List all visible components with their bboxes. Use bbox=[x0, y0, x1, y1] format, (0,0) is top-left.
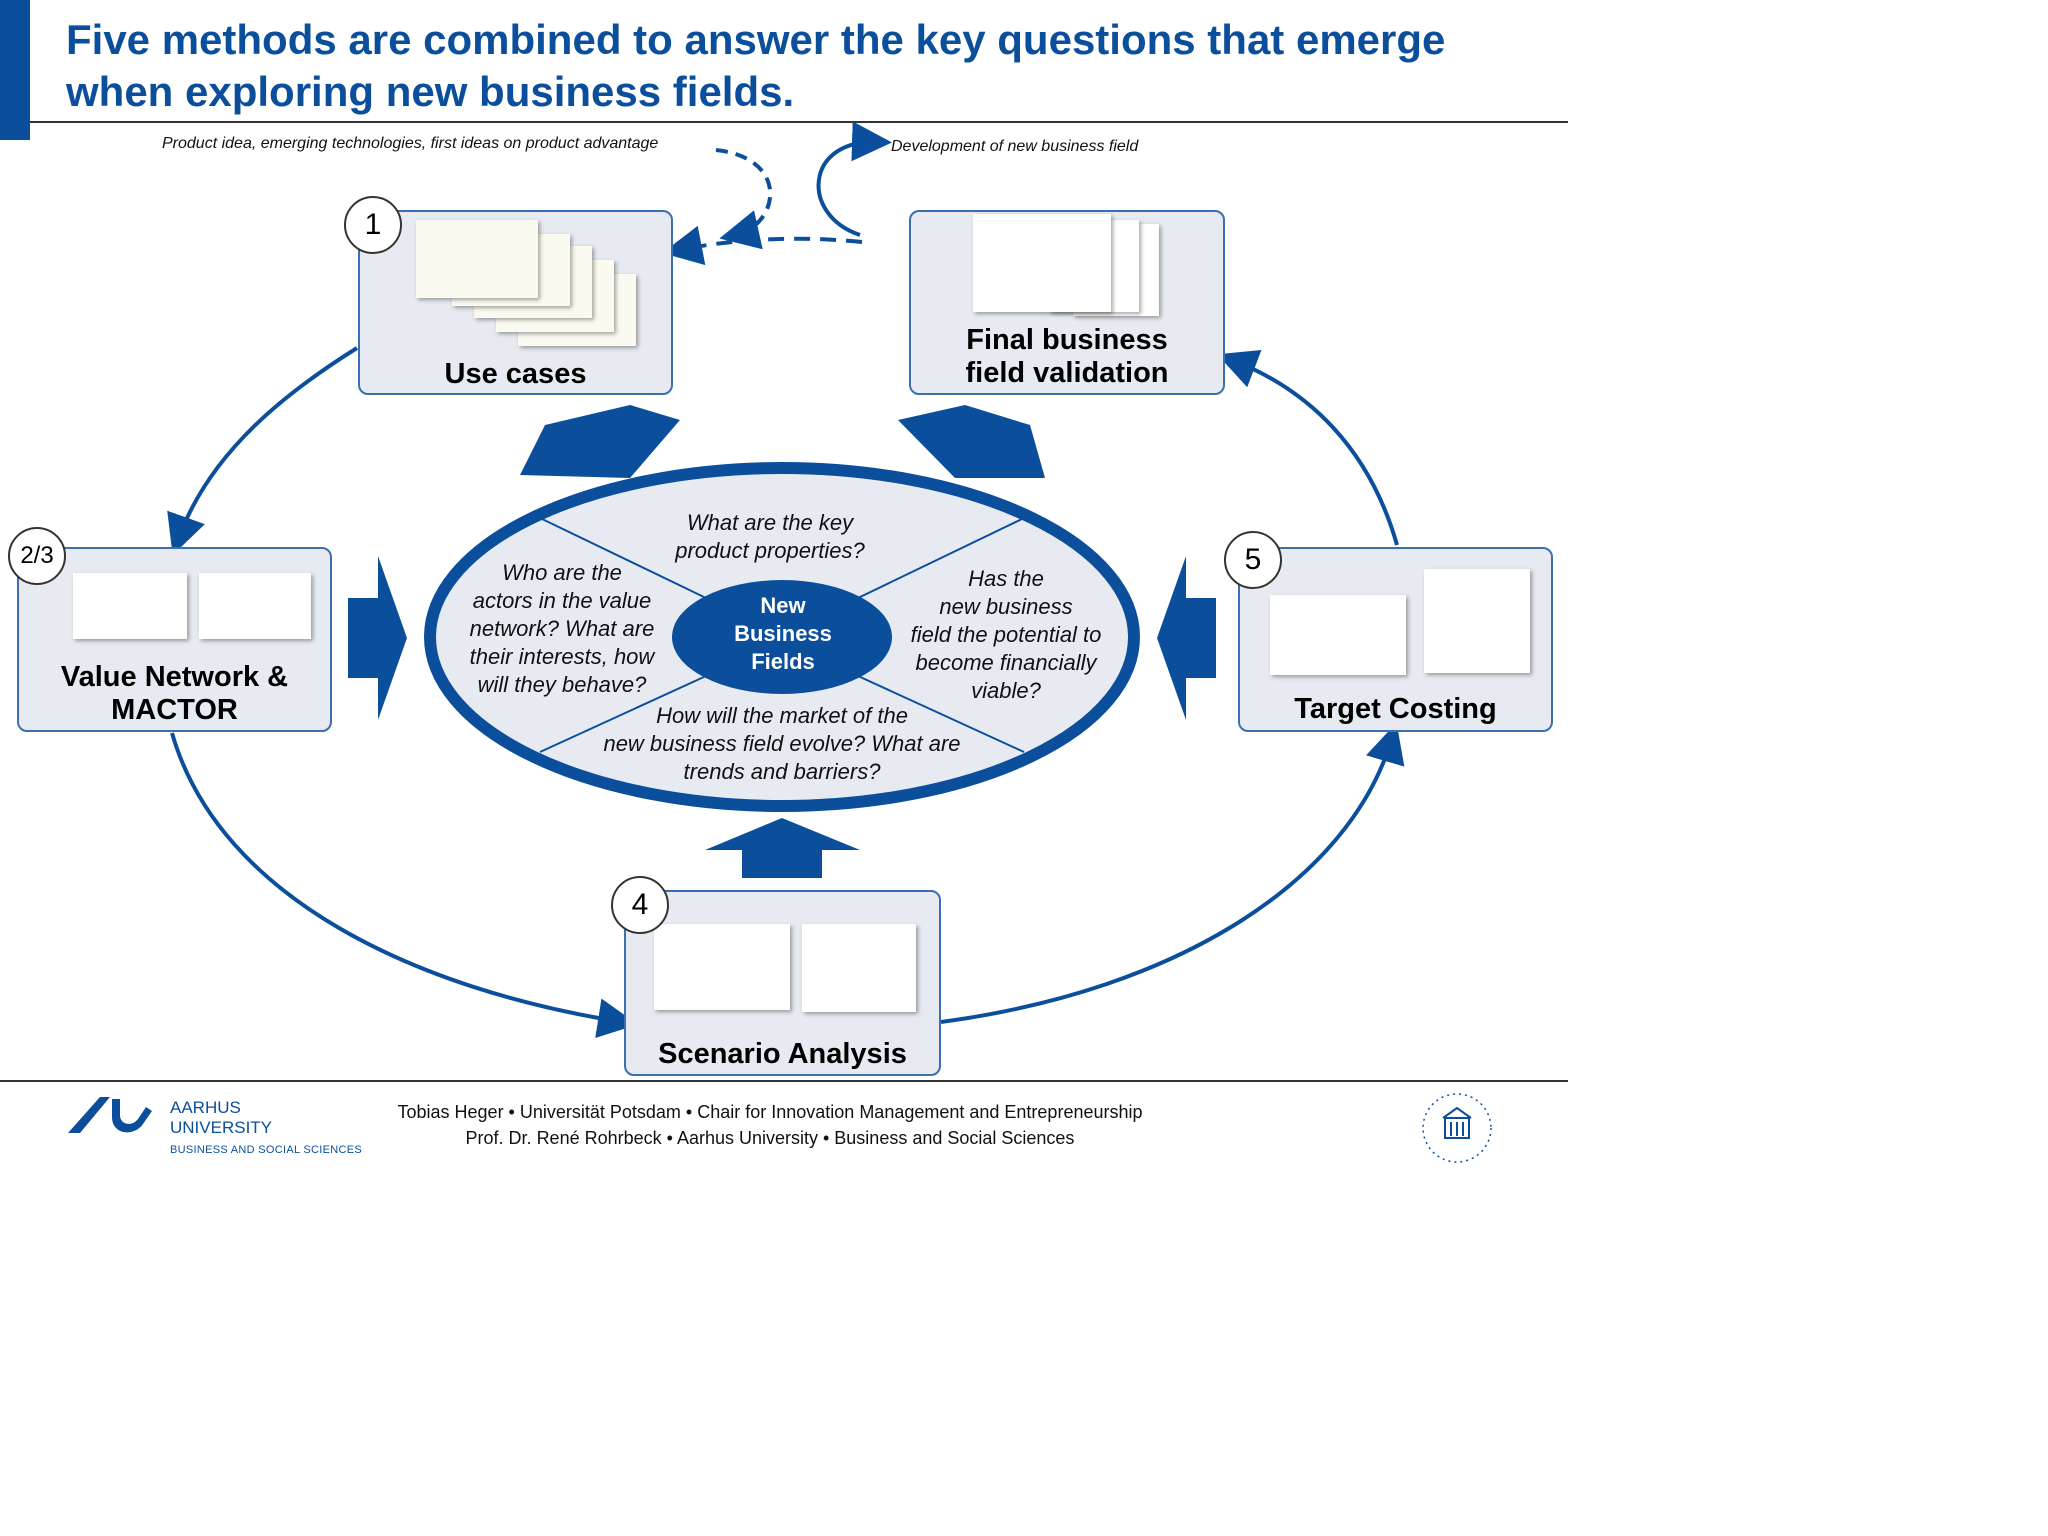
title-divider bbox=[30, 121, 1568, 123]
scenario-text-thumbnail bbox=[802, 924, 916, 1012]
method-number-badge: 2/3 bbox=[8, 527, 66, 585]
method-number-badge: 1 bbox=[344, 196, 402, 254]
mactor-slide-thumbnail bbox=[199, 573, 311, 639]
output-note: Development of new business field bbox=[891, 138, 1139, 155]
cycle-arrow-usecases-to-valuenetwork bbox=[167, 346, 359, 556]
method-number-badge: 4 bbox=[611, 876, 669, 934]
block-arrow-valuenetwork bbox=[348, 556, 407, 720]
block-arrow-validation bbox=[898, 405, 1045, 478]
footer-divider bbox=[0, 1080, 1568, 1082]
use-cases-slide-thumbnail bbox=[416, 220, 538, 298]
value-network-slide-thumbnail bbox=[73, 573, 187, 639]
method-number-badge: 5 bbox=[1224, 531, 1282, 589]
target-costing-chart-thumbnail bbox=[1424, 569, 1530, 673]
cycle-arrow-valuenetwork-to-scenario bbox=[170, 732, 638, 1038]
center-core bbox=[672, 580, 892, 694]
block-arrow-scenario bbox=[705, 818, 860, 878]
aarhus-logo-icon bbox=[68, 1097, 152, 1133]
validation-slide-thumbnail bbox=[973, 214, 1111, 312]
cycle-diagram bbox=[167, 121, 1405, 1038]
scenario-label: Scenario Analysis bbox=[658, 1038, 907, 1070]
cycle-arrow-scenario-to-targetcosting bbox=[940, 722, 1405, 1024]
university-subtitle: BUSINESS AND SOCIAL SCIENCES bbox=[170, 1144, 362, 1156]
block-arrow-targetcosting bbox=[1157, 556, 1216, 720]
target-costing-slide-thumbnail bbox=[1270, 595, 1406, 675]
scenario-matrix-thumbnail bbox=[654, 924, 790, 1010]
block-arrow-usecases bbox=[520, 405, 680, 478]
use-cases-label: Use cases bbox=[444, 358, 587, 390]
input-dashed-arrow bbox=[715, 148, 773, 250]
method-box-target-costing[interactable]: Target Costing bbox=[1238, 547, 1553, 732]
method-box-use-cases[interactable]: Use cases bbox=[358, 210, 673, 395]
page-title: Five methods are combined to answer the … bbox=[66, 16, 1446, 115]
value-network-label: Value Network &MACTOR bbox=[60, 661, 289, 726]
input-note: Product idea, emerging technologies, fir… bbox=[162, 135, 659, 152]
output-curved-arrow bbox=[816, 121, 892, 237]
title-accent-bar bbox=[0, 0, 30, 140]
method-box-value-network[interactable]: Value Network &MACTOR bbox=[17, 547, 332, 732]
cycle-arrow-targetcosting-to-validation bbox=[1217, 349, 1399, 546]
potsdam-seal-icon bbox=[1422, 1093, 1492, 1163]
method-box-scenario[interactable]: Scenario Analysis bbox=[624, 890, 941, 1076]
cycle-arrow-validation-to-usecases bbox=[662, 225, 863, 266]
credit-line-1: Tobias Heger • Universität Potsdam • Cha… bbox=[397, 1102, 1143, 1122]
target-costing-label: Target Costing bbox=[1294, 693, 1497, 725]
credit-line-2: Prof. Dr. René Rohrbeck • Aarhus Univers… bbox=[465, 1128, 1075, 1148]
